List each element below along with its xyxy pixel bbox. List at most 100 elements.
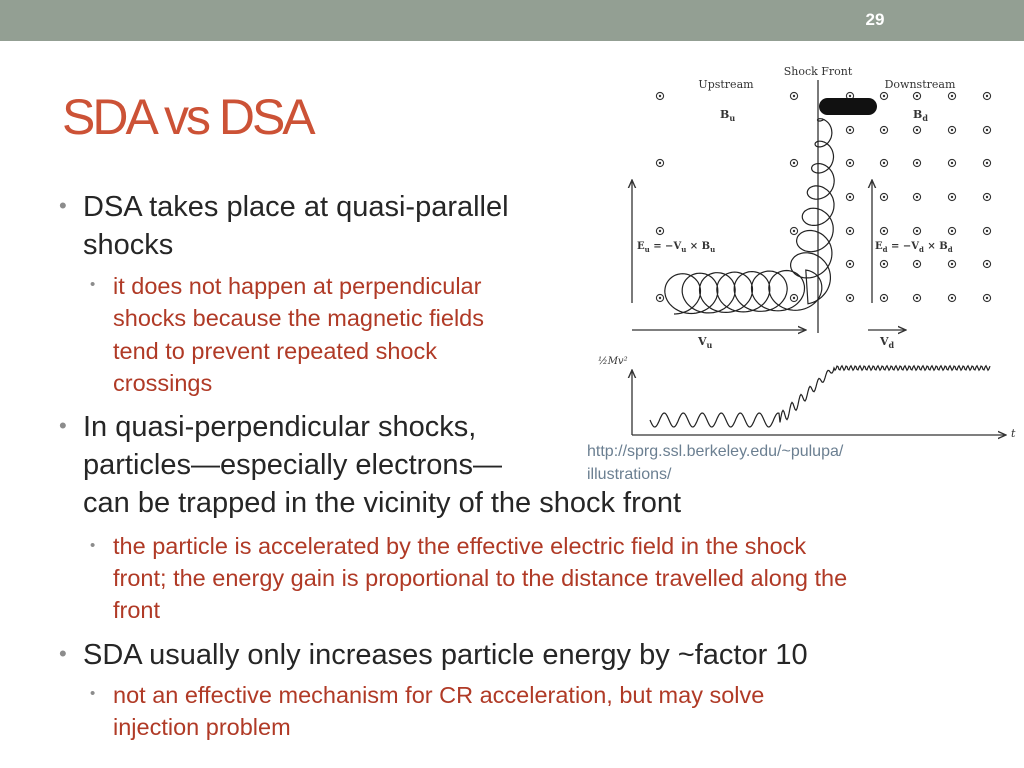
field-dot-center — [792, 296, 796, 300]
field-dot-icon — [982, 226, 992, 236]
field-dot-icon — [655, 226, 665, 236]
field-dot-icon — [845, 293, 855, 303]
upstream-label: Upstream — [698, 78, 754, 91]
field-dot-icon — [947, 125, 957, 135]
bullet-3-line-1: SDA usually only increases particle ener… — [83, 639, 808, 671]
field-dot-center — [950, 161, 954, 165]
energy-curve — [649, 364, 991, 428]
field-dot-icon — [912, 158, 922, 168]
bullet-2-line-1: In quasi-perpendicular shocks, — [83, 411, 477, 443]
bullet-marker: • — [59, 413, 67, 438]
bullet-2-sub-1-line-1: the particle is accelerated by the effec… — [113, 533, 807, 559]
bullet-1-sub-1-line-4: crossings — [113, 370, 213, 396]
bullet-3-sub-1-line-2: injection problem — [113, 714, 291, 740]
field-dot-icon — [982, 192, 992, 202]
particle-trail-blob — [819, 98, 877, 115]
field-dot-center — [915, 128, 919, 132]
field-dot-icon — [879, 226, 889, 236]
field-dot-icon — [947, 226, 957, 236]
field-dot-center — [658, 94, 662, 98]
field-dot-center — [915, 161, 919, 165]
sub-bullet-marker: • — [90, 685, 96, 702]
field-dot-center — [950, 128, 954, 132]
bullet-2-sub-1-line-2: front; the energy gain is proportional t… — [113, 565, 848, 591]
field-dot-center — [792, 94, 796, 98]
bullet-1-sub-1-line-3: tend to prevent repeated shock — [113, 338, 437, 364]
energy-axis-label: ½Mv² — [598, 356, 628, 367]
field-dot-icon — [789, 91, 799, 101]
magnetic-field-dot-icons — [655, 91, 992, 303]
bullet-2-line-3: can be trapped in the vicinity of the sh… — [83, 487, 682, 519]
field-dot-center — [848, 195, 852, 199]
bullet-2-line-2: particles—especially electrons— — [83, 449, 503, 481]
field-dot-icon — [879, 259, 889, 269]
field-dot-icon — [789, 226, 799, 236]
field-dot-center — [915, 296, 919, 300]
field-dot-center — [848, 128, 852, 132]
field-dot-icon — [947, 259, 957, 269]
field-dot-center — [658, 296, 662, 300]
field-dot-center — [950, 262, 954, 266]
field-dot-icon — [879, 125, 889, 135]
field-dot-center — [658, 229, 662, 233]
credit-line-2: illustrations/ — [587, 466, 672, 483]
field-dot-icon — [845, 192, 855, 202]
field-dot-icon — [982, 91, 992, 101]
bullet-3-sub-1-line-1: not an effective mechanism for CR accele… — [113, 682, 765, 708]
field-dot-icon — [789, 293, 799, 303]
field-dot-icon — [947, 293, 957, 303]
field-dot-center — [882, 296, 886, 300]
field-dot-icon — [845, 125, 855, 135]
field-dot-icon — [912, 226, 922, 236]
field-dot-center — [882, 128, 886, 132]
field-dot-icon — [982, 259, 992, 269]
credit-line-1: http://sprg.ssl.berkeley.edu/~pulupa/ — [587, 443, 844, 460]
particle-trajectory — [664, 118, 835, 315]
bullet-1-line-1: DSA takes place at quasi-parallel — [83, 191, 509, 223]
field-dot-center — [985, 229, 989, 233]
field-dot-center — [985, 262, 989, 266]
field-dot-icon — [947, 158, 957, 168]
field-dot-center — [658, 161, 662, 165]
b-upstream-label: Bu — [720, 108, 735, 123]
bullet-marker: • — [59, 193, 67, 218]
v-downstream-label: Vd — [879, 335, 895, 350]
field-dot-icon — [655, 158, 665, 168]
sub-bullet-marker: • — [90, 537, 96, 554]
sda-shock-diagram: Upstream Shock Front Downstream Bu Bd Eu… — [598, 65, 1016, 440]
field-dot-icon — [655, 293, 665, 303]
field-dot-center — [882, 161, 886, 165]
time-axis-label: t — [1011, 427, 1016, 440]
downstream-label: Downstream — [885, 78, 956, 91]
field-dot-icon — [879, 91, 889, 101]
field-dot-icon — [912, 192, 922, 202]
top-bar — [0, 0, 1024, 41]
field-dot-icon — [947, 91, 957, 101]
bullet-1-sub-1-line-2: shocks because the magnetic fields — [113, 305, 484, 331]
field-dot-icon — [879, 192, 889, 202]
field-dot-center — [950, 229, 954, 233]
field-dot-center — [792, 229, 796, 233]
field-dot-icon — [789, 158, 799, 168]
v-upstream-label: Vu — [697, 335, 713, 350]
field-dot-icon — [912, 293, 922, 303]
field-dot-center — [985, 161, 989, 165]
field-dot-icon — [947, 192, 957, 202]
field-dot-icon — [982, 293, 992, 303]
field-dot-center — [950, 296, 954, 300]
e-downstream-equation: Ed = −Vd × Bd — [875, 241, 953, 254]
field-dot-icon — [879, 158, 889, 168]
field-dot-icon — [912, 91, 922, 101]
slide-number: 29 — [865, 10, 885, 29]
field-dot-center — [985, 195, 989, 199]
bullet-2-sub-1-line-3: front — [113, 597, 161, 623]
field-dot-center — [882, 229, 886, 233]
e-upstream-equation: Eu = −Vu × Bu — [637, 241, 715, 254]
field-dot-center — [950, 94, 954, 98]
shock-front-label: Shock Front — [784, 65, 853, 78]
field-dot-center — [950, 195, 954, 199]
bullet-marker: • — [59, 641, 67, 666]
field-dot-center — [848, 296, 852, 300]
field-dot-icon — [879, 293, 889, 303]
b-downstream-label: Bd — [913, 108, 928, 123]
